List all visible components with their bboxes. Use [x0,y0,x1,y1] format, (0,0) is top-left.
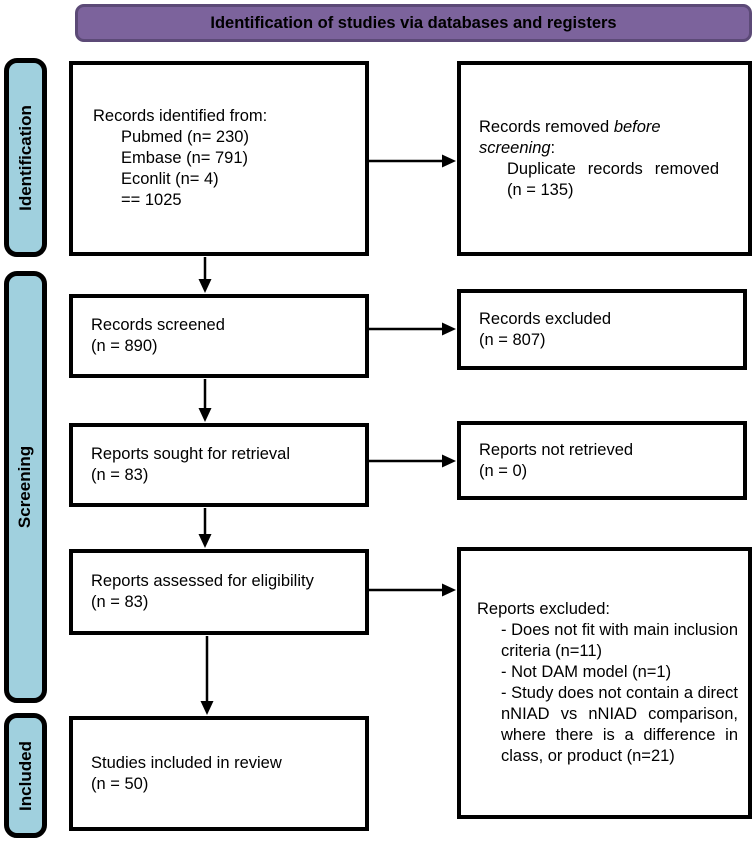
diagram-header: Identification of studies via databases … [75,4,752,42]
records-removed-title-normal: Records removed [479,117,614,136]
box-records-identified: Records identified from: Pubmed (n= 230)… [69,61,369,256]
records-identified-item: Econlit (n= 4) [121,170,219,188]
records-removed-title-suffix: : [550,138,556,157]
studies-included-label: Studies included in review [91,753,282,772]
arrow-identified-to-removed [369,154,456,168]
box-reports-assessed: Reports assessed for eligibility (n = 83… [69,549,369,635]
records-identified-title: Records identified from: [93,107,268,125]
stage-label-screening-text: Screening [15,445,35,529]
records-excluded-label: Records excluded [479,309,612,328]
reports-excluded-reason: - Study does not contain a direct nNIAD … [501,684,738,765]
arrow-sought-to-assessed [198,508,212,548]
reports-excluded-reason: - Does not fit with main inclusion crite… [501,621,738,660]
reports-sought-label: Reports sought for retrieval [91,445,291,463]
records-removed-detail: Duplicate records removed (n = 135) [507,159,719,199]
box-reports-sought: Reports sought for retrieval (n = 83) [69,423,369,507]
studies-included-count: (n = 50) [91,774,149,793]
records-removed-title-italic: before screening [479,117,661,157]
arrow-assessed-to-reports-excluded [369,583,456,597]
reports-excluded-reason: - Not DAM model (n=1) [501,663,672,681]
stage-label-included-text: Included [15,740,35,811]
box-reports-excluded: Reports excluded: - Does not fit with ma… [457,547,752,819]
box-studies-included: Studies included in review (n = 50) [69,716,369,831]
box-records-screened: Records screened (n = 890) [69,294,369,378]
arrow-sought-to-not-retrieved [369,454,456,468]
box-records-excluded: Records excluded (n = 807) [457,289,747,370]
records-identified-item: == 1025 [121,191,182,209]
reports-assessed-count: (n = 83) [91,593,149,611]
reports-assessed-label: Reports assessed for eligibility [91,572,314,590]
reports-not-retrieved-label: Reports not retrieved [479,440,634,459]
records-removed-title: Records removed before screening: [479,117,714,159]
stage-label-identification-text: Identification [15,104,35,211]
stage-label-included: Included [4,713,47,838]
records-excluded-count: (n = 807) [479,330,546,349]
arrow-screened-to-sought [198,379,212,422]
reports-sought-count: (n = 83) [91,466,149,484]
reports-excluded-title: Reports excluded: [477,600,610,618]
arrow-screened-to-excluded [369,322,456,336]
arrow-identified-to-screened [198,257,212,293]
box-reports-not-retrieved: Reports not retrieved (n = 0) [457,421,747,500]
reports-not-retrieved-count: (n = 0) [479,461,528,480]
records-screened-label: Records screened [91,316,225,334]
records-screened-count: (n = 890) [91,337,158,355]
records-identified-item: Pubmed (n= 230) [121,128,249,146]
diagram-header-title: Identification of studies via databases … [210,13,617,32]
stage-label-screening: Screening [4,271,47,703]
stage-label-identification: Identification [4,58,47,257]
box-records-removed: Records removed before screening: Duplic… [457,61,752,256]
records-identified-item: Embase (n= 791) [121,149,249,167]
arrow-assessed-to-included [200,636,214,715]
